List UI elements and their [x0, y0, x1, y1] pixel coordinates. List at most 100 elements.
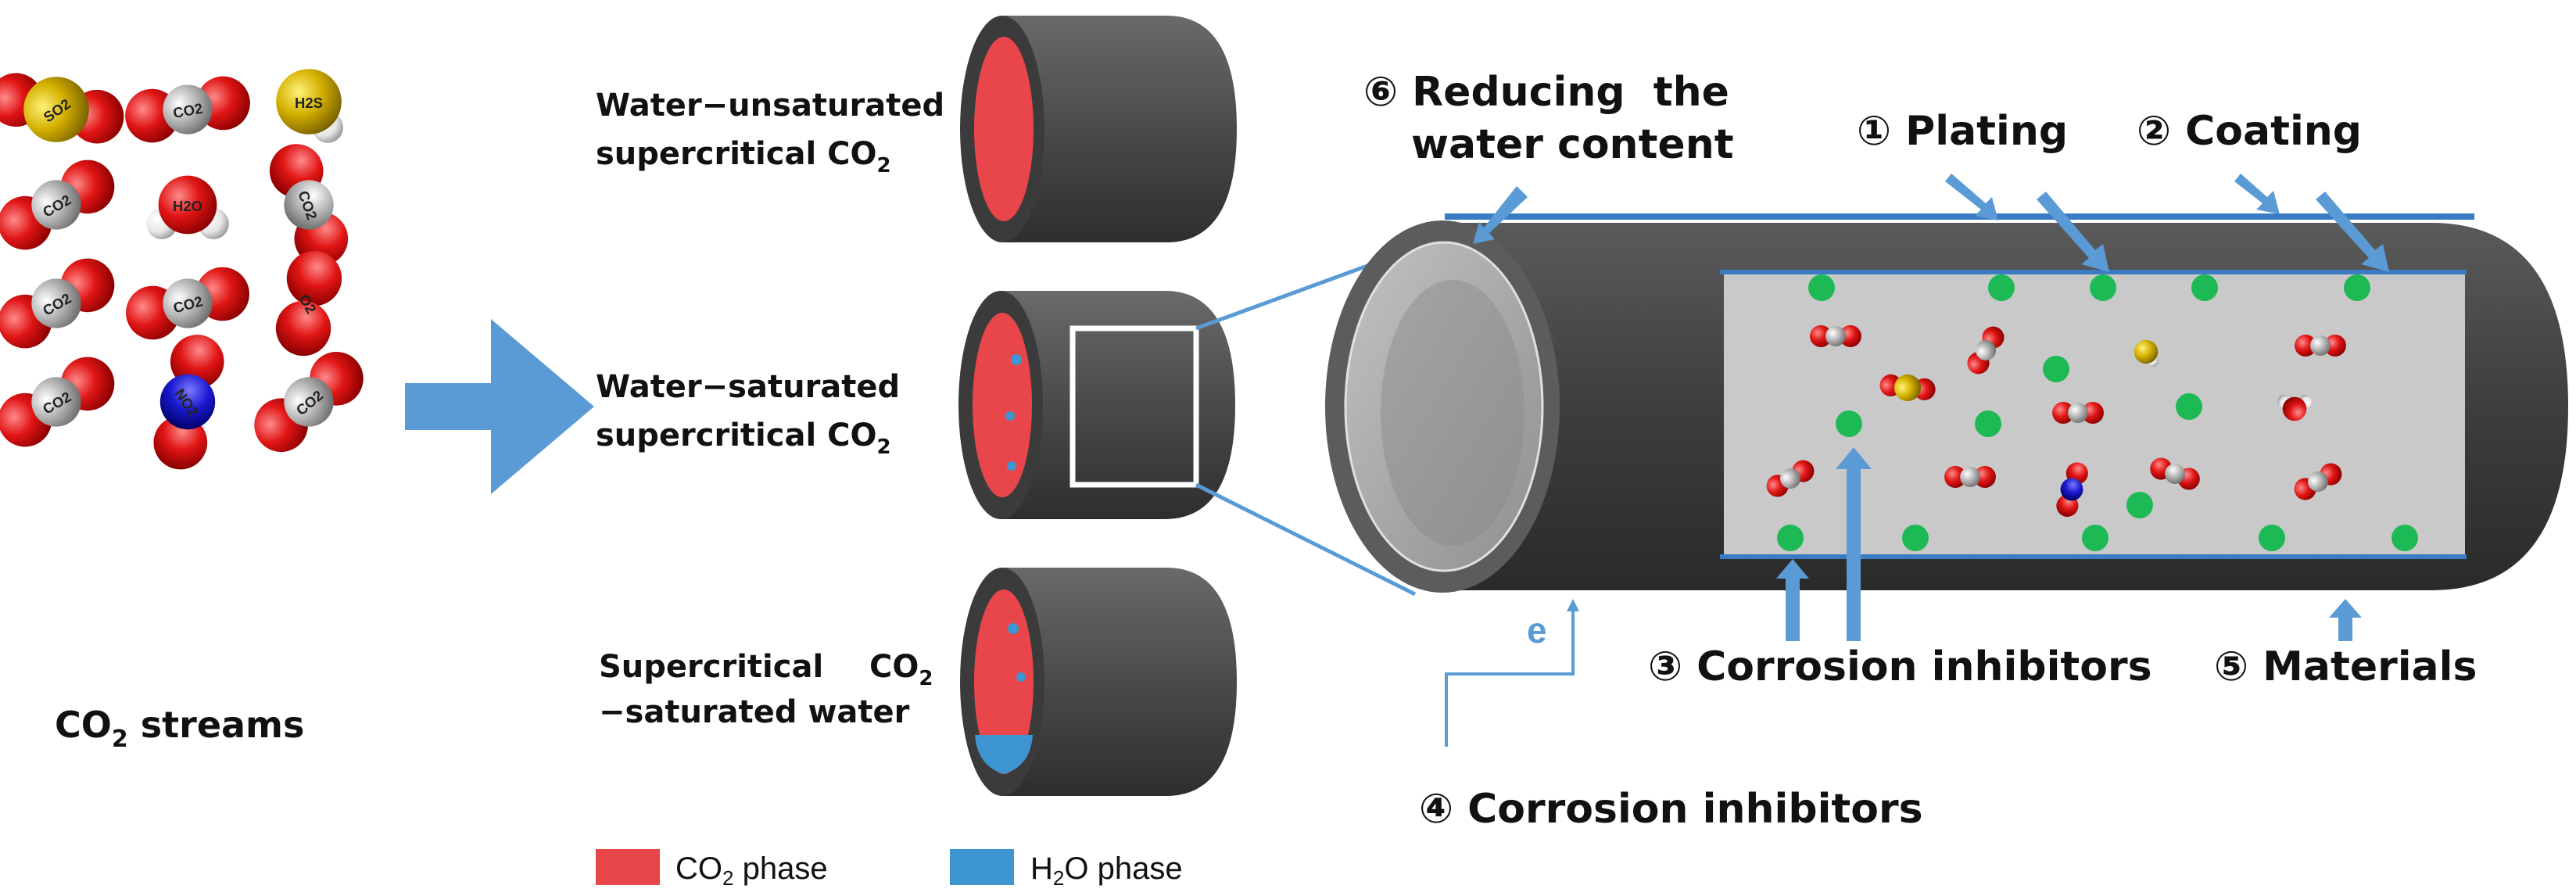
- strategy-5-materials: ⑤ Materials: [2214, 643, 2477, 690]
- legend-h2o-label: H2O phase: [1030, 851, 1183, 890]
- inhibitor-particle: [1836, 410, 1862, 437]
- molecule-o2: O2: [275, 250, 342, 357]
- atom-c: [2068, 403, 2088, 423]
- atom-o: [2295, 334, 2317, 357]
- legend-co2-label: CO2 phase: [675, 851, 828, 890]
- strategy-3-inhibitors: ③ Corrosion inhibitors: [1648, 643, 2152, 690]
- atom-c: [1780, 468, 1800, 489]
- arrow-inhibitor-a: [1776, 559, 1809, 641]
- molecule-co2: [2295, 334, 2346, 357]
- water-droplet: [1008, 623, 1019, 634]
- molecule-co2: CO2: [0, 258, 115, 349]
- electron-arrowhead: [1567, 599, 1579, 611]
- atom-c: [163, 278, 213, 328]
- atom-n: [159, 374, 216, 430]
- molecule-co2: CO2: [0, 159, 115, 250]
- water-line2: −saturated water: [599, 694, 910, 730]
- molecule-co2: CO2: [254, 351, 364, 453]
- co2-phase-fill: [974, 590, 1034, 774]
- water-droplet: [1005, 411, 1015, 421]
- phase-water: Supercritical CO2 −saturated water: [599, 568, 1237, 796]
- atom-o: [286, 250, 342, 306]
- atom-c: [31, 278, 81, 328]
- arrow-water-content: [1473, 186, 1528, 244]
- atom-s: [2134, 339, 2159, 364]
- molecule-h2o: [2277, 395, 2312, 421]
- atom-c: [31, 377, 81, 427]
- inhibitor-particle: [2391, 525, 2418, 551]
- molecule-formula: H2O: [173, 198, 202, 214]
- molecule-co2: [1967, 326, 2005, 375]
- cylinder-body: [1002, 16, 1237, 242]
- inhibitor-particle: [2176, 393, 2202, 420]
- molecule-h2s: [2134, 339, 2159, 367]
- molecule-co2: [2052, 401, 2104, 425]
- atom-n: [2060, 478, 2083, 501]
- strategy-1-plating: ① Plating: [1857, 108, 2068, 155]
- inhibitor-particle: [2191, 274, 2218, 301]
- inhibitor-particle: [1777, 525, 1804, 551]
- strategy-6-line2: water content: [1411, 121, 1734, 168]
- co2-phase-fill: [974, 37, 1034, 221]
- atom-c: [163, 84, 213, 134]
- pipe-opening: [1344, 241, 1544, 572]
- water-line1-a: Supercritical: [599, 649, 823, 685]
- molecule-co2: [1944, 465, 1996, 489]
- inhibitor-particle: [2090, 274, 2116, 301]
- molecule-no2: NO2: [153, 335, 224, 470]
- water-line1-b: CO2: [869, 649, 933, 690]
- flow-arrow: [405, 319, 594, 494]
- saturated-line1: Water−saturated: [596, 369, 900, 405]
- atom-c: [31, 180, 81, 230]
- phase-saturated: Water−saturated supercritical CO2: [596, 291, 1235, 519]
- strategy-4-inhibitors: ④ Corrosion inhibitors: [1419, 786, 1923, 833]
- atom-o: [158, 175, 217, 235]
- legend-co2-swatch: [596, 849, 660, 885]
- zoom-window: [1069, 325, 1199, 488]
- atom-o: [1973, 465, 1996, 489]
- strategy-6-line1: ⑥ Reducing the: [1363, 69, 1729, 116]
- arrow-inhibitor-b: [1836, 447, 1872, 641]
- molecule-co2: [1810, 324, 1861, 348]
- inhibitor-particle: [2126, 492, 2153, 518]
- atom-o: [1944, 465, 1967, 489]
- strategy-arrows: [1445, 174, 2389, 747]
- atom-c: [2308, 471, 2328, 492]
- atom-s: [276, 69, 342, 134]
- atom-o: [2052, 401, 2075, 425]
- saturated-line2: supercritical CO2: [596, 418, 891, 459]
- pipe-inner-shadow: [1381, 280, 1524, 546]
- cylinder-body: [1002, 568, 1237, 796]
- molecule-h2s: H2S: [276, 69, 343, 143]
- electron-label: e: [1527, 610, 1547, 650]
- arrow-materials: [2329, 599, 2362, 641]
- atom-o: [275, 300, 331, 357]
- atom-c: [2165, 464, 2185, 484]
- atom-c: [1825, 326, 1846, 346]
- molecule-co2: [1766, 460, 1815, 497]
- molecule-co2: CO2: [126, 267, 249, 340]
- molecule-co2: CO2: [125, 76, 250, 143]
- arrow-plating-a: [1945, 174, 1998, 220]
- inhibitor-particle: [1988, 274, 2015, 301]
- water-droplet: [1016, 672, 1026, 682]
- legend: CO2 phase H2O phase: [596, 849, 1183, 890]
- phase-unsaturated: Water−unsaturated supercritical CO2: [596, 16, 1237, 242]
- arrow-plating-b: [2037, 192, 2109, 272]
- inhibitor-particle: [1902, 525, 1929, 551]
- atom-o: [2081, 401, 2104, 425]
- unsaturated-line1: Water−unsaturated: [596, 88, 944, 124]
- atom-o: [1810, 324, 1833, 348]
- pipe-contents: [1766, 274, 2418, 551]
- molecule-no2: [2056, 462, 2088, 517]
- molecule-co2: CO2: [269, 144, 349, 266]
- inhibitor-particle: [1975, 410, 2001, 437]
- electron-path: [1445, 606, 1575, 747]
- atom-c: [1976, 340, 1996, 360]
- water-droplet: [1007, 461, 1016, 471]
- co2-phase-fill: [973, 313, 1032, 497]
- molecule-co2: [2150, 457, 2200, 490]
- molecule-so2: [1879, 374, 1936, 402]
